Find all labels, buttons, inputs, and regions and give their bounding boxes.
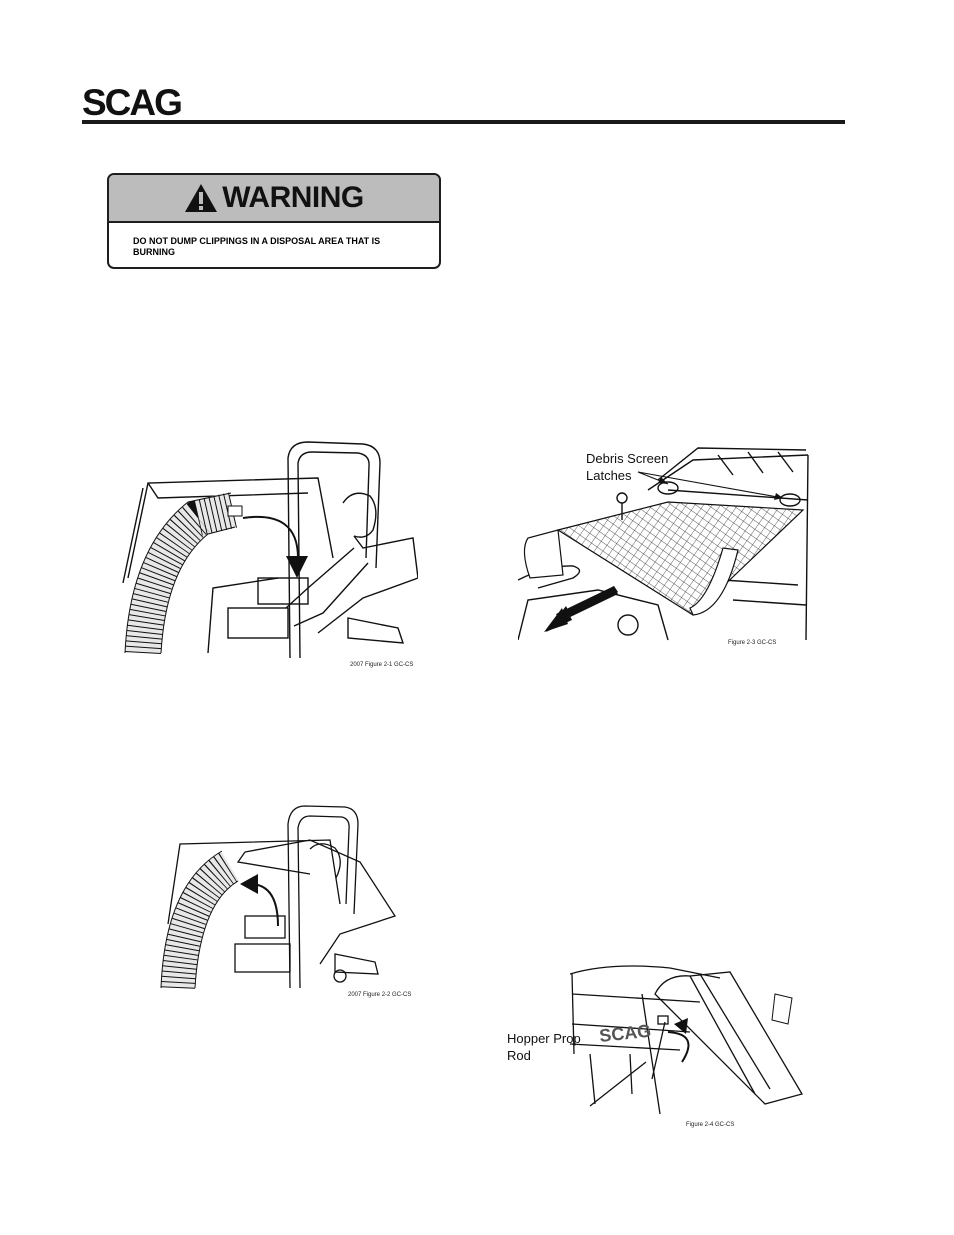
callout-line-2: Latches <box>586 468 632 483</box>
debris-screen-latches-label: Debris Screen Latches <box>586 450 668 484</box>
figure-2-1-illustration <box>122 441 418 659</box>
figure-2-1: 2007 Figure 2-1 GC-CS <box>118 438 418 668</box>
warning-box: WARNING DO NOT DUMP CLIPPINGS IN A DISPO… <box>107 173 441 269</box>
callout-line-1: Debris Screen <box>586 451 669 466</box>
figure-2-2-caption: 2007 Figure 2-2 GC-CS <box>348 992 412 998</box>
figure-2-3-caption: Figure 2-3 GC-CS <box>728 640 777 646</box>
warning-title: WARNING <box>222 181 364 214</box>
decal-text: SCAG <box>598 1021 652 1046</box>
figure-2-3-illustration <box>518 447 809 641</box>
exclamation-triangle-icon <box>185 184 218 212</box>
figure-2-4-illustration: SCAG <box>570 965 803 1115</box>
callout-line-2: Rod <box>507 1048 531 1063</box>
figure-2-1-caption: 2007 Figure 2-1 GC-CS <box>350 662 414 668</box>
warning-header: WARNING <box>109 175 439 223</box>
callout-line-1: Hopper Prop <box>507 1031 581 1046</box>
svg-text:SCAG: SCAG <box>82 84 181 120</box>
hopper-prop-rod-label: Hopper Prop Rod <box>507 1030 581 1064</box>
figure-2-3: Debris Screen Latches Figure 2-3 GC-CS <box>518 440 810 648</box>
figure-2-4-caption: Figure 2-4 GC-CS <box>686 1122 735 1128</box>
figure-2-2: 2007 Figure 2-2 GC-CS <box>160 804 411 998</box>
figure-2-2-illustration <box>160 805 397 989</box>
header-rule <box>82 120 845 124</box>
warning-message: DO NOT DUMP CLIPPINGS IN A DISPOSAL AREA… <box>133 236 381 257</box>
scag-logo: SCAG <box>82 84 183 120</box>
figure-2-4: SCAG Figure 2-4 GC-CS <box>570 954 806 1128</box>
